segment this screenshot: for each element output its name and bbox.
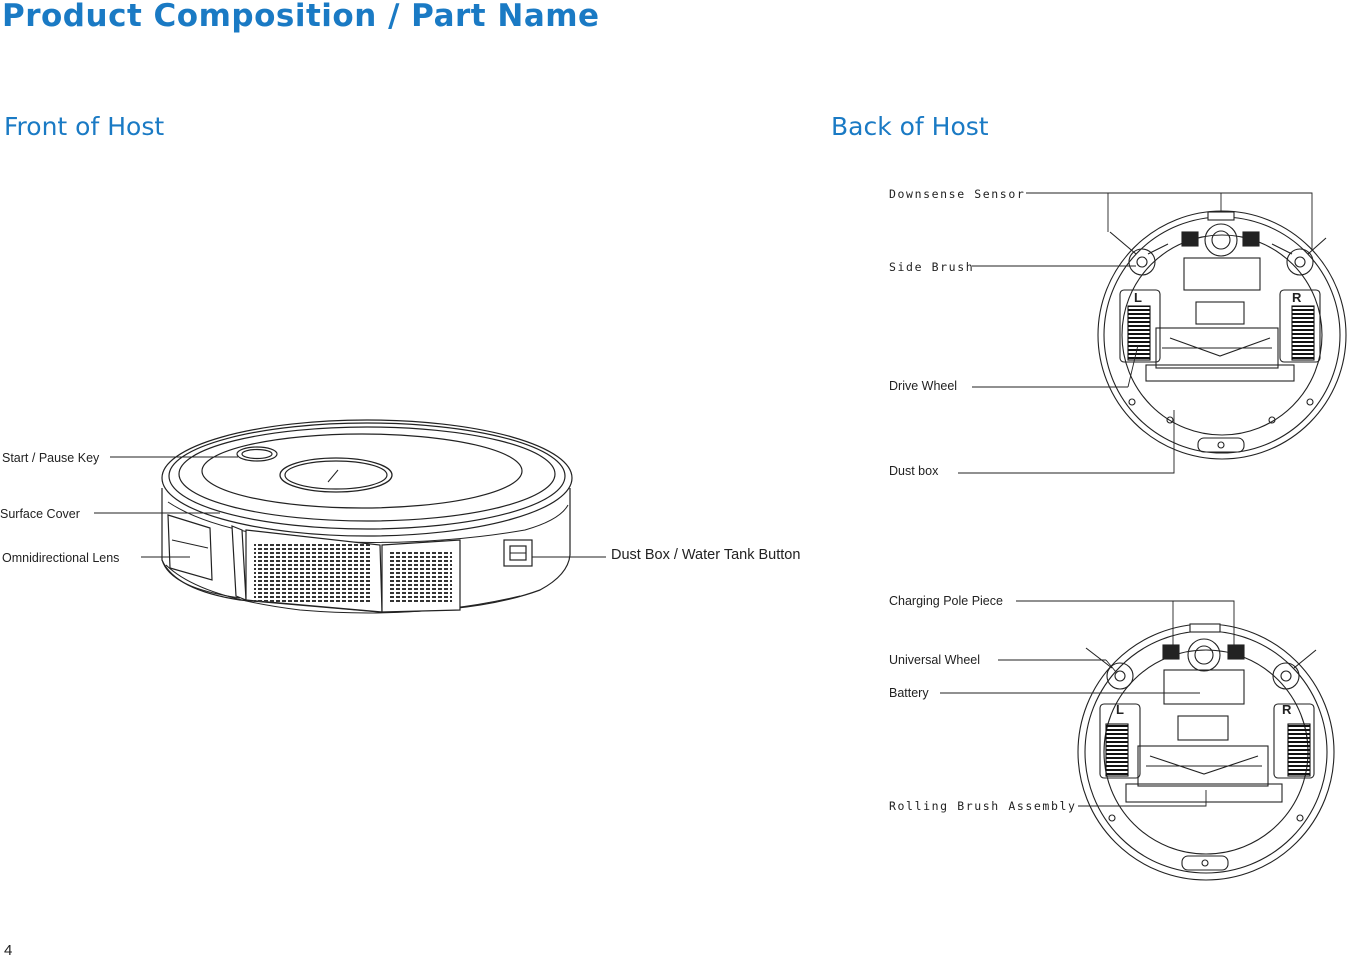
back-top-leader-lines: [958, 192, 1313, 474]
label-start-pause-key: Start / Pause Key: [2, 451, 100, 465]
back-bottom-leader-lines: [940, 600, 1235, 807]
front-robot-illustration: [161, 419, 573, 614]
label-charging-pole-piece: Charging Pole Piece: [889, 594, 1003, 608]
wheel-mark-right-bottom: R: [1282, 702, 1292, 717]
wheel-mark-left-bottom: L: [1116, 702, 1124, 717]
back-heading: Back of Host: [831, 112, 989, 141]
label-dust-box: Dust box: [889, 464, 939, 478]
wheel-mark-right-top: R: [1292, 290, 1302, 305]
label-dust-box-button: Dust Box / Water Tank Button: [611, 547, 801, 563]
label-drive-wheel: Drive Wheel: [889, 379, 958, 393]
label-universal-wheel: Universal Wheel: [889, 653, 981, 667]
label-surface-cover: Surface Cover: [0, 507, 80, 521]
back-robot-top-illustration: [1097, 210, 1347, 460]
label-downsense-sensor: Downsense Sensor: [889, 187, 1026, 201]
label-rolling-brush-assembly: Rolling Brush Assembly: [889, 799, 1077, 813]
wheel-mark-left-top: L: [1134, 290, 1142, 305]
label-battery: Battery: [889, 686, 929, 700]
label-side-brush: Side Brush: [889, 260, 975, 274]
front-leader-lines: [94, 456, 606, 558]
back-robot-bottom-illustration: [1077, 623, 1335, 881]
front-heading: Front of Host: [4, 112, 165, 141]
page-number: 4: [4, 942, 13, 959]
label-omnidirectional-lens: Omnidirectional Lens: [2, 551, 120, 565]
page-title: Product Composition / Part Name: [2, 0, 600, 34]
